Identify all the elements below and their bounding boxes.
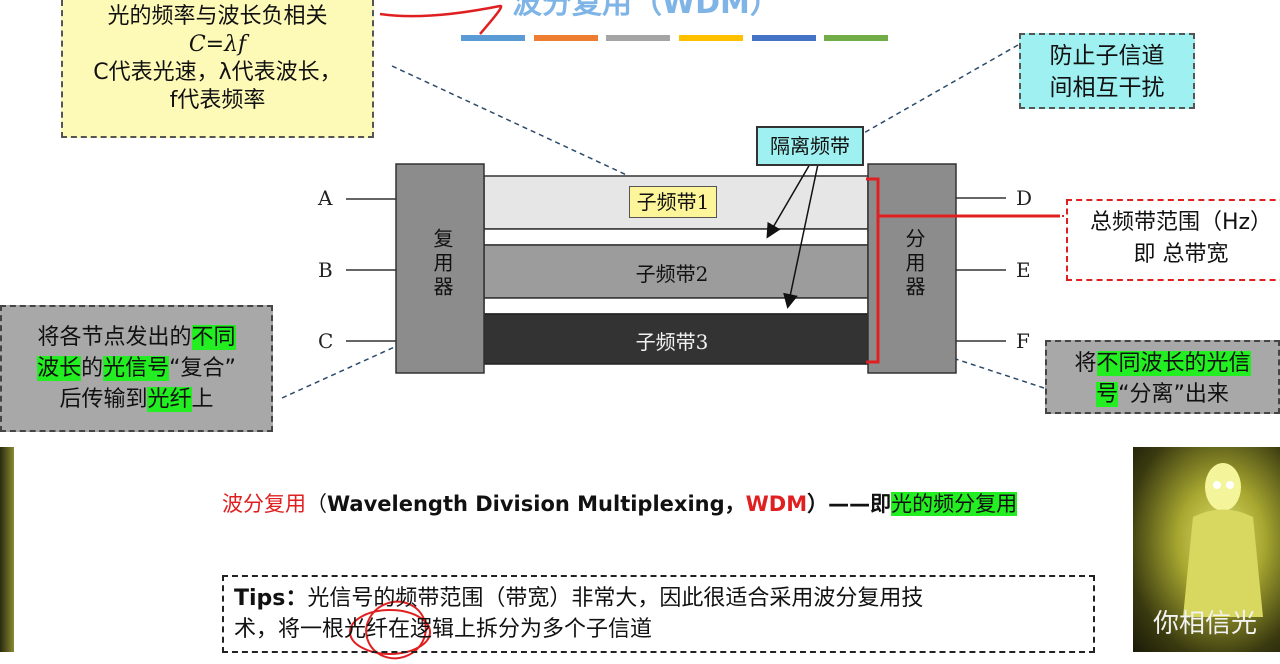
guard-band-1 [483,228,869,246]
note-formula: C=λf [188,32,247,57]
input-label-b: B [318,258,333,282]
total-bandwidth-note: 总频带范围（Hz） 即 总带宽 [1066,199,1280,281]
frequency-wavelength-note: 光的频率与波长负相关 C=λf C代表光速，λ代表波长， f代表频率 [61,0,374,138]
demultiplexer-box [867,163,957,374]
note-line-3: C代表光速，λ代表波长， [93,60,342,85]
color-bar-1 [461,35,525,41]
color-bar-4 [679,35,743,41]
sub-band-3-label: 子频带3 [635,330,709,354]
video-caption: 你相信光 [1153,609,1258,639]
wdm-definition: 波分复用（Wavelength Division Multiplexing，WD… [222,492,1018,516]
connector-cyan-note [861,44,1019,135]
tips-text-2: 术，将一根光纤在逻辑上拆分为多个子信道 [234,617,653,642]
cyan-note-line-1: 防止子信道 [1049,43,1165,69]
total-band-line-1: 总频带范围（Hz） [1089,210,1273,235]
color-bar-2 [534,35,598,41]
color-bar-5 [752,35,816,41]
multiplexer-label: 复用器 [430,228,454,300]
arrow-guard-1 [766,163,811,239]
tips-text-1: 光信号的频带范围（带宽）非常大，因此很适合采用波分复用技 [307,586,924,611]
color-bar-3 [606,35,670,41]
output-label-f: F [1016,329,1030,353]
sub-band-1-label: 子频带1 [629,186,717,218]
annotation-circle-2 [365,600,427,660]
cyan-note-line-2: 间相互干扰 [1049,75,1165,101]
annotation-squiggle [379,4,503,35]
demultiplexer-label: 分用器 [902,228,926,300]
connector-yellow-note [391,65,647,185]
note-line-1: 光的频率与波长负相关 [107,4,328,29]
output-label-e: E [1016,258,1031,282]
page-title: 波分复用（WDM） [512,0,780,21]
sub-band-2-label: 子频带2 [635,262,709,286]
color-bar-6 [824,35,888,41]
arrow-guard-2 [783,163,819,309]
output-label-d: D [1016,186,1033,210]
multiplexer-box [395,163,485,374]
input-label-c: C [318,329,334,353]
total-band-line-2: 即 总带宽 [1133,242,1229,267]
left-image-strip [0,447,14,652]
tips-box: Tips：光信号的频带范围（带宽）非常大，因此很适合采用波分复用技 术，将一根光… [222,575,1095,653]
figure-silhouette [1183,463,1263,617]
tips-label: Tips： [234,586,308,611]
video-thumbnail[interactable]: 你相信光 [1133,447,1280,652]
multiplex-description-note: 将各节点发出的不同 波长的光信号“复合” 后传输到光纤上 [0,305,273,432]
demultiplex-description-note: 将不同波长的光信 号“分离”出来 [1045,340,1280,414]
interference-note: 防止子信道 间相互干扰 [1019,33,1195,109]
guard-band-2 [483,297,869,315]
input-label-a: A [318,186,333,210]
total-band-bracket [866,177,1060,364]
annotation-circle-1 [349,609,431,655]
note-line-4: f代表频率 [169,88,266,113]
guard-band-label: 隔离频带 [756,126,864,166]
